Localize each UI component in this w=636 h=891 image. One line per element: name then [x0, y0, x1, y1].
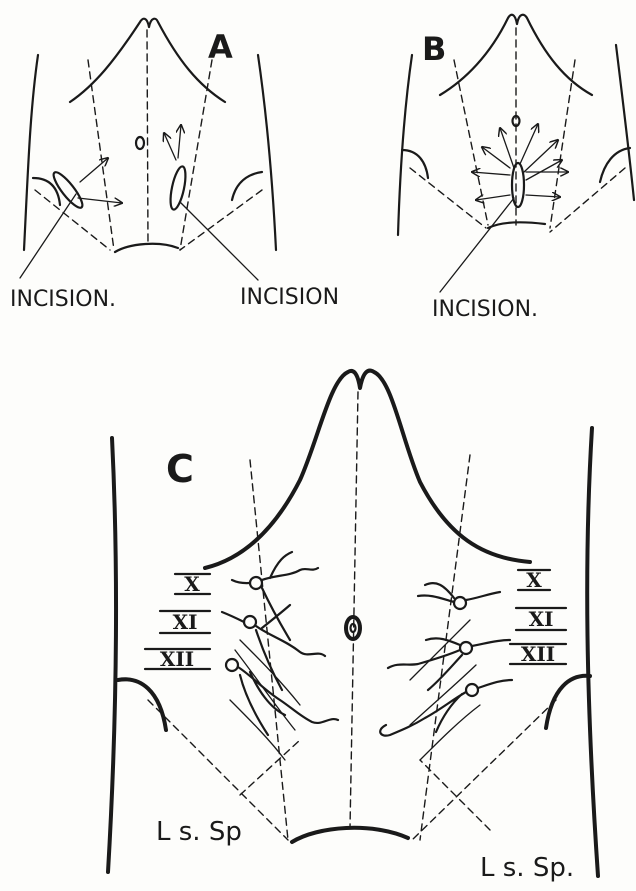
panel-c-left-label: L s. Sp [156, 817, 242, 847]
panel-c-right-spine-line [420, 760, 490, 830]
right-nerve-xi-branch [388, 638, 510, 690]
panel-c-pubic-arc [292, 828, 408, 842]
panel-a-midline [147, 30, 148, 245]
panel-c-right-label: L s. Sp. [480, 853, 574, 883]
panel-a-left-flank [24, 55, 38, 250]
panel-c-umbilicus-inner [351, 624, 356, 632]
left-nerve-xi-branch [222, 605, 325, 690]
panel-b-arrow-7 [476, 195, 510, 200]
panel-a-right-flank [258, 55, 276, 250]
panel-b-right-flank [616, 45, 634, 200]
panel-a-right-hip [232, 172, 262, 200]
panel-c-right-flank [587, 428, 598, 876]
right-nerve-label-x: X [526, 568, 542, 592]
panel-c-right-nerves [380, 583, 512, 760]
panel-a: A INCISION. INCISION [10, 19, 339, 312]
panel-b-left-inguinal [410, 168, 486, 228]
left-nerve-fibers [230, 640, 300, 760]
panel-c-costal-arch [205, 371, 530, 568]
panel-b-incision-mark [512, 163, 524, 207]
right-nerve-fibers [410, 620, 480, 760]
right-nerve-x-branch [418, 583, 500, 602]
panel-c-right-hip [546, 676, 590, 728]
panel-b-left-hip [402, 150, 428, 178]
right-nerve-xii-branch [380, 680, 512, 736]
panel-a-incision-left-label: INCISION. [10, 287, 116, 312]
right-nerve-label-xi: XI [529, 607, 554, 631]
panel-b-incision-label: INCISION. [432, 297, 538, 322]
panel-a-arrow-4 [178, 125, 181, 158]
panel-c-midline [350, 392, 358, 828]
panel-b-right-inguinal [550, 168, 625, 232]
left-nerve-xii-branch [238, 667, 338, 735]
left-nerve-xii-foramen [226, 659, 238, 671]
left-nerve-label-x: X [184, 572, 200, 596]
panel-a-pubic-arc [115, 244, 178, 252]
panel-a-umbilicus [136, 137, 144, 149]
panel-c: X XI XII X XI XII C L s. Sp L s. Sp. [108, 371, 598, 883]
panel-c-right-inguinal [412, 700, 556, 840]
panel-b-arrow-4 [526, 160, 562, 180]
panel-b-left-flank [398, 55, 412, 235]
right-nerve-xii-foramen [466, 684, 478, 696]
panel-c-left-spine-line [240, 740, 300, 795]
left-nerve-xi-foramen [244, 616, 256, 628]
panel-a-arrow-3 [164, 133, 176, 160]
panel-a-incision-right-label: INCISION [240, 285, 339, 310]
left-nerve-x-foramen [250, 577, 262, 589]
panel-b-arrow-2 [520, 124, 538, 164]
left-nerve-label-xi: XI [173, 610, 198, 634]
left-nerve-label-xii: XII [160, 647, 194, 671]
panel-c-right-semilunar [420, 455, 470, 840]
panel-b: B INCISION. [398, 15, 634, 322]
panel-a-letter: A [208, 28, 233, 66]
panel-b-arrow-5 [482, 147, 510, 168]
panel-a-left-semilunar [88, 60, 114, 250]
panel-c-left-nerves [222, 552, 338, 760]
panel-b-left-semilunar [454, 60, 488, 225]
panel-b-arrow-6 [472, 172, 510, 175]
panel-a-right-semilunar [180, 60, 212, 250]
panel-c-left-semilunar [250, 460, 288, 840]
panel-b-pointer [440, 198, 514, 292]
panel-c-letter: C [166, 447, 194, 491]
panel-c-right-numerals: X XI XII [510, 568, 566, 666]
panel-a-right-incision-mark [168, 165, 189, 211]
panel-c-left-flank [108, 438, 116, 872]
panel-a-right-inguinal [180, 190, 262, 250]
panel-b-letter: B [422, 30, 446, 68]
right-nerve-xi-foramen [460, 642, 472, 654]
right-nerve-label-xii: XII [521, 642, 555, 666]
panel-c-left-hip [118, 679, 166, 730]
right-nerve-x-foramen [454, 597, 466, 609]
panel-a-arrow-2 [78, 198, 122, 203]
panel-c-left-numerals: X XI XII [145, 572, 210, 671]
panel-a-left-pointer [20, 194, 76, 278]
